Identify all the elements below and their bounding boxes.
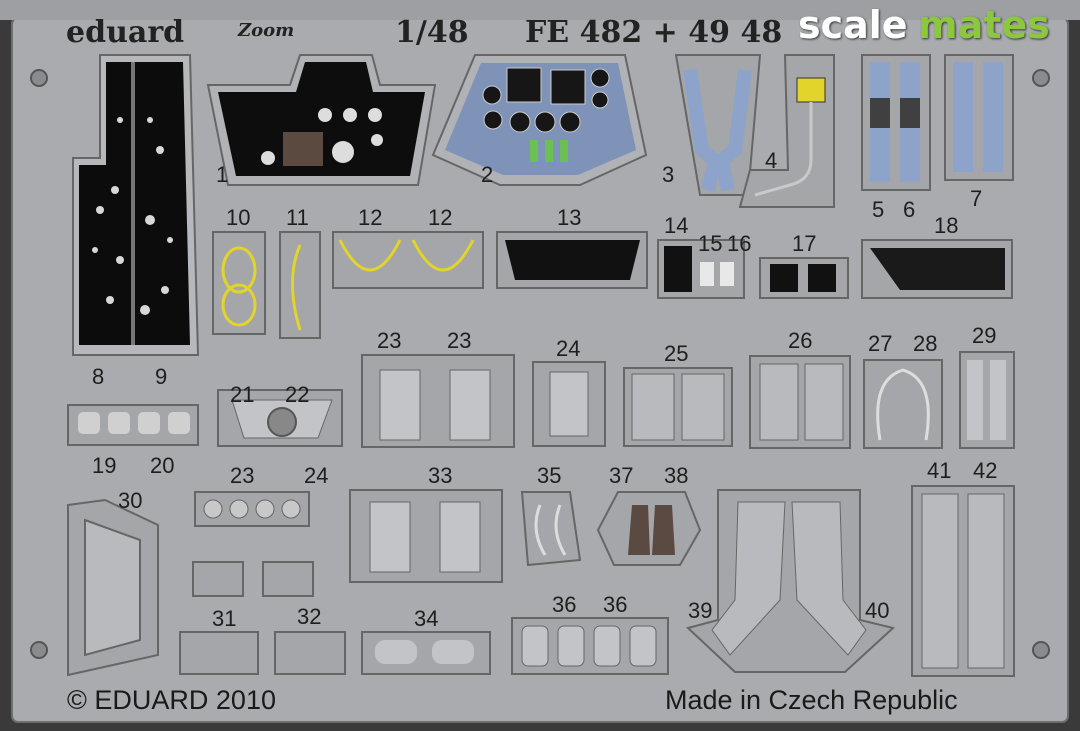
part-18 [861, 239, 1013, 299]
label-part-23b: 23 [447, 328, 472, 353]
label-part-7: 7 [970, 186, 983, 211]
label-part-30: 30 [118, 488, 143, 513]
zoom-logo: Zoom [238, 20, 295, 41]
label-part-11: 11 [286, 205, 309, 230]
label-part-40: 40 [865, 598, 890, 623]
label-part-21: 21 [230, 382, 255, 407]
product-code: FE 482 + 49 48 [525, 15, 783, 50]
label-part-29: 29 [972, 323, 997, 348]
label-part-5: 5 [872, 197, 885, 222]
label-part-23c: 23 [230, 463, 255, 488]
label-part-38: 38 [664, 463, 689, 488]
label-part-25: 25 [664, 341, 689, 366]
part-37-38 [596, 491, 702, 566]
label-part-34: 34 [414, 606, 439, 631]
label-part-14: 14 [664, 213, 689, 238]
label-part-28: 28 [913, 331, 938, 356]
label-part-26: 26 [788, 328, 813, 353]
part-23-24-washers [194, 491, 310, 527]
label-part-35: 35 [537, 463, 562, 488]
label-part-36a: 36 [552, 592, 577, 617]
scale-label: 1/48 [395, 15, 469, 50]
part-35 [520, 491, 582, 567]
label-part-8: 8 [92, 364, 105, 389]
part-1-panel [206, 54, 437, 186]
part-27-28 [863, 359, 943, 449]
watermark-scale: scale [798, 3, 908, 47]
label-part-16: 16 [727, 231, 752, 256]
copyright-text: © EDUARD 2010 [67, 685, 276, 715]
label-part-6: 6 [903, 197, 916, 222]
label-part-41: 41 [927, 458, 952, 483]
part-33-pair [349, 489, 503, 583]
part-11-ring [279, 231, 321, 339]
label-part-33: 33 [428, 463, 453, 488]
label-part-18: 18 [934, 213, 959, 238]
label-part-23a: 23 [377, 328, 402, 353]
part-26-plate [749, 355, 851, 449]
label-part-12a: 12 [358, 205, 383, 230]
label-part-24a: 24 [556, 336, 581, 361]
part-25-plate [623, 367, 733, 447]
label-part-13: 13 [557, 205, 582, 230]
label-part-19: 19 [92, 453, 117, 478]
part-24-bracket [532, 361, 606, 447]
label-part-39: 39 [688, 598, 713, 623]
part-23-pair [361, 354, 515, 448]
part-17 [759, 257, 849, 299]
label-part-10: 10 [226, 205, 251, 230]
brand-label: eduard [66, 15, 185, 50]
label-part-31: 31 [212, 606, 237, 631]
label-part-2: 2 [481, 162, 494, 187]
part-39-40-floor [686, 489, 896, 673]
part-31-32 [179, 631, 346, 675]
label-part-12b: 12 [428, 205, 453, 230]
label-part-9: 9 [155, 364, 168, 389]
label-part-17: 17 [792, 231, 817, 256]
part-3-belts [674, 54, 762, 196]
part-41-42 [911, 485, 1015, 677]
label-part-37: 37 [609, 463, 634, 488]
part-7-belts [944, 54, 1014, 181]
part-12-hoops [332, 231, 484, 289]
part-30-frame [67, 498, 159, 677]
part-29 [959, 351, 1015, 449]
part-8-9-side-panel [72, 54, 200, 356]
origin-text: Made in Czech Republic [665, 685, 958, 715]
label-part-1: 1 [216, 162, 229, 187]
label-part-3: 3 [662, 162, 675, 187]
part-4-strap [738, 54, 835, 208]
watermark-mates: mates [918, 3, 1050, 47]
part-19-20 [67, 404, 199, 446]
label-part-36b: 36 [603, 592, 628, 617]
label-part-32: 32 [297, 604, 322, 629]
label-part-20: 20 [150, 453, 175, 478]
part-34 [361, 631, 491, 675]
label-part-24b: 24 [304, 463, 329, 488]
part-14-16 [657, 239, 745, 299]
part-2-main-panel [431, 54, 648, 186]
label-part-4: 4 [765, 148, 778, 173]
part-21-22 [217, 389, 343, 447]
part-5-6-belts [861, 54, 931, 191]
label-part-15: 15 [698, 231, 723, 256]
part-13-coaming [496, 231, 648, 289]
part-small-washers-a [192, 561, 314, 597]
part-36 [511, 617, 669, 675]
label-part-42: 42 [973, 458, 998, 483]
part-10-ring [212, 231, 266, 335]
label-part-27: 27 [868, 331, 893, 356]
label-part-22: 22 [285, 382, 310, 407]
